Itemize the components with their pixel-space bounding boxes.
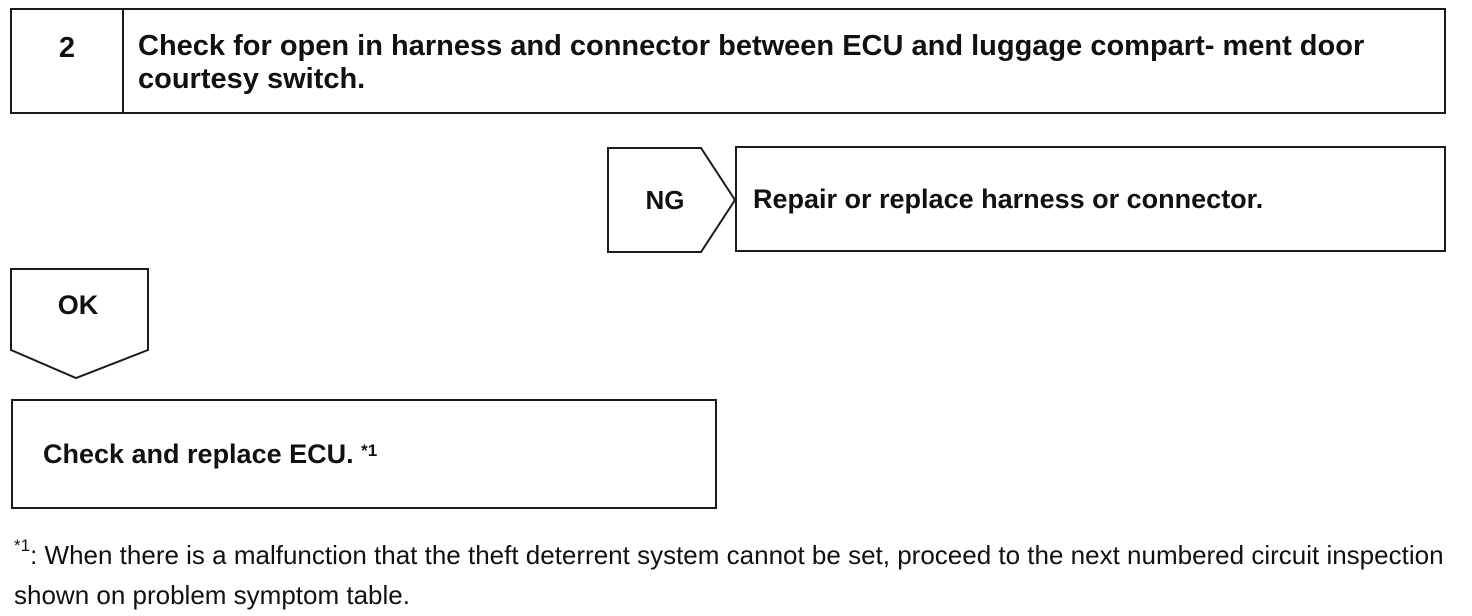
footnote-text: : When there is a malfunction that the t… [14, 540, 1444, 610]
ok-label: OK [57, 290, 99, 320]
step-header-box: 2 Check for open in harness and connecto… [10, 8, 1446, 114]
footnote: *1: When there is a malfunction that the… [14, 535, 1464, 615]
step-number: 2 [12, 10, 124, 112]
footnote-mark: *1 [14, 536, 31, 556]
ng-result-text: Repair or replace harness or connector. [753, 183, 1264, 214]
ng-label: NG [645, 184, 685, 215]
ng-result-box: Repair or replace harness or connector. [735, 146, 1446, 252]
ok-arrow-shape [10, 268, 149, 380]
ng-arrow-shape [607, 147, 737, 253]
ok-result-box: Check and replace ECU. *1 [11, 399, 717, 509]
step-title: Check for open in harness and connector … [138, 30, 1365, 95]
ok-result-text: Check and replace ECU. [43, 438, 354, 469]
